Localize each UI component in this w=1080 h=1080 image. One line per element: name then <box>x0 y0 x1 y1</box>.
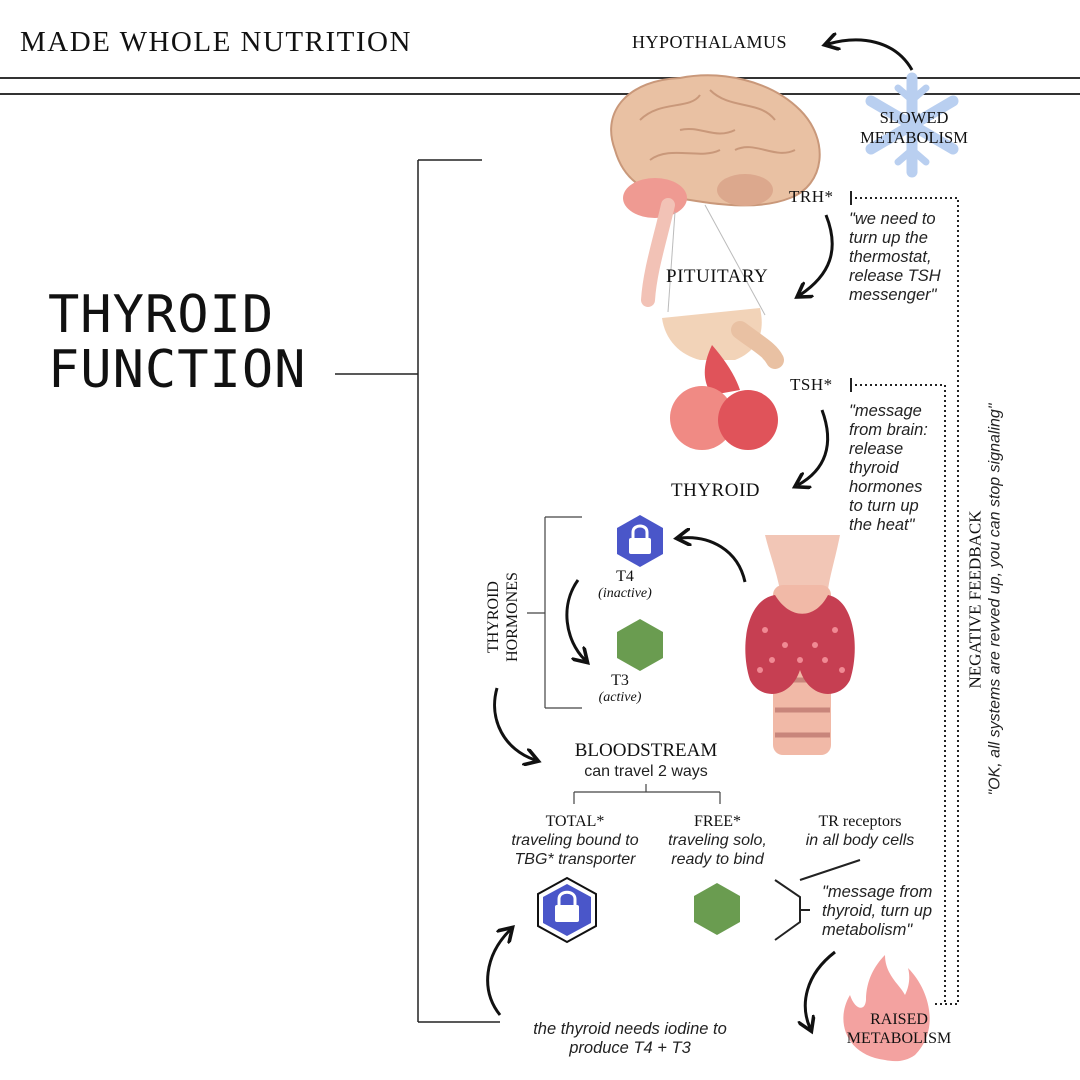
receptor-bracket <box>774 859 861 941</box>
thyroid-to-t4-arrow <box>680 538 747 583</box>
bloodstream-sub: can travel 2 ways <box>584 763 708 780</box>
thyroid-gland-illustration <box>745 535 855 755</box>
snowflake-icon <box>865 72 959 178</box>
main-bracket <box>335 159 500 1023</box>
bloodstream-label: BLOODSTREAM <box>574 740 718 761</box>
t4-label: T4 (inactive) <box>598 568 652 601</box>
t4-lock-icon <box>617 515 663 567</box>
tsh-arrow <box>798 409 830 485</box>
negative-feedback-label: NEGATIVE FEEDBACK "OK, all systems are r… <box>965 403 1004 796</box>
header-rule-bottom <box>0 93 1080 95</box>
trh-label: TRH* <box>789 187 834 206</box>
pituitary-label: PITUITARY <box>666 266 769 287</box>
free-label: FREE* traveling solo, ready to bind <box>668 813 767 868</box>
thyroid-label: THYROID <box>671 480 760 501</box>
t3-label: T3 (active) <box>598 672 642 705</box>
to-raised-arrow <box>805 950 836 1028</box>
pituitary-illustration <box>662 308 784 450</box>
hormones-to-blood-arrow <box>493 687 535 760</box>
hormones-bracket <box>527 516 582 709</box>
t3-hexagon-icon <box>617 619 663 671</box>
hypothalamus-arrow <box>828 40 914 71</box>
t4-to-t3-arrow <box>565 579 585 660</box>
total-label: TOTAL* traveling bound to TBG* transport… <box>511 813 639 868</box>
negative-feedback-line <box>855 197 959 1005</box>
title-line-2: FUNCTION <box>48 340 307 400</box>
free-hexagon-icon <box>694 883 740 935</box>
brain-illustration <box>610 74 821 307</box>
tr-receptors-label: TR receptors in all body cells <box>805 813 915 849</box>
title-line-1: THYROID <box>48 285 275 345</box>
flame-icon <box>843 955 930 1062</box>
hypothalamus-label: HYPOTHALAMUS <box>632 32 788 52</box>
trh-arrow <box>800 214 834 295</box>
tsh-label: TSH* <box>790 375 833 394</box>
header-rule-top <box>0 77 1080 79</box>
brand-name: MADE WHOLE NUTRITION <box>20 26 412 58</box>
total-lock-icon <box>537 876 597 944</box>
bloodstream-split <box>573 784 721 804</box>
iodine-arrow <box>486 930 510 1016</box>
